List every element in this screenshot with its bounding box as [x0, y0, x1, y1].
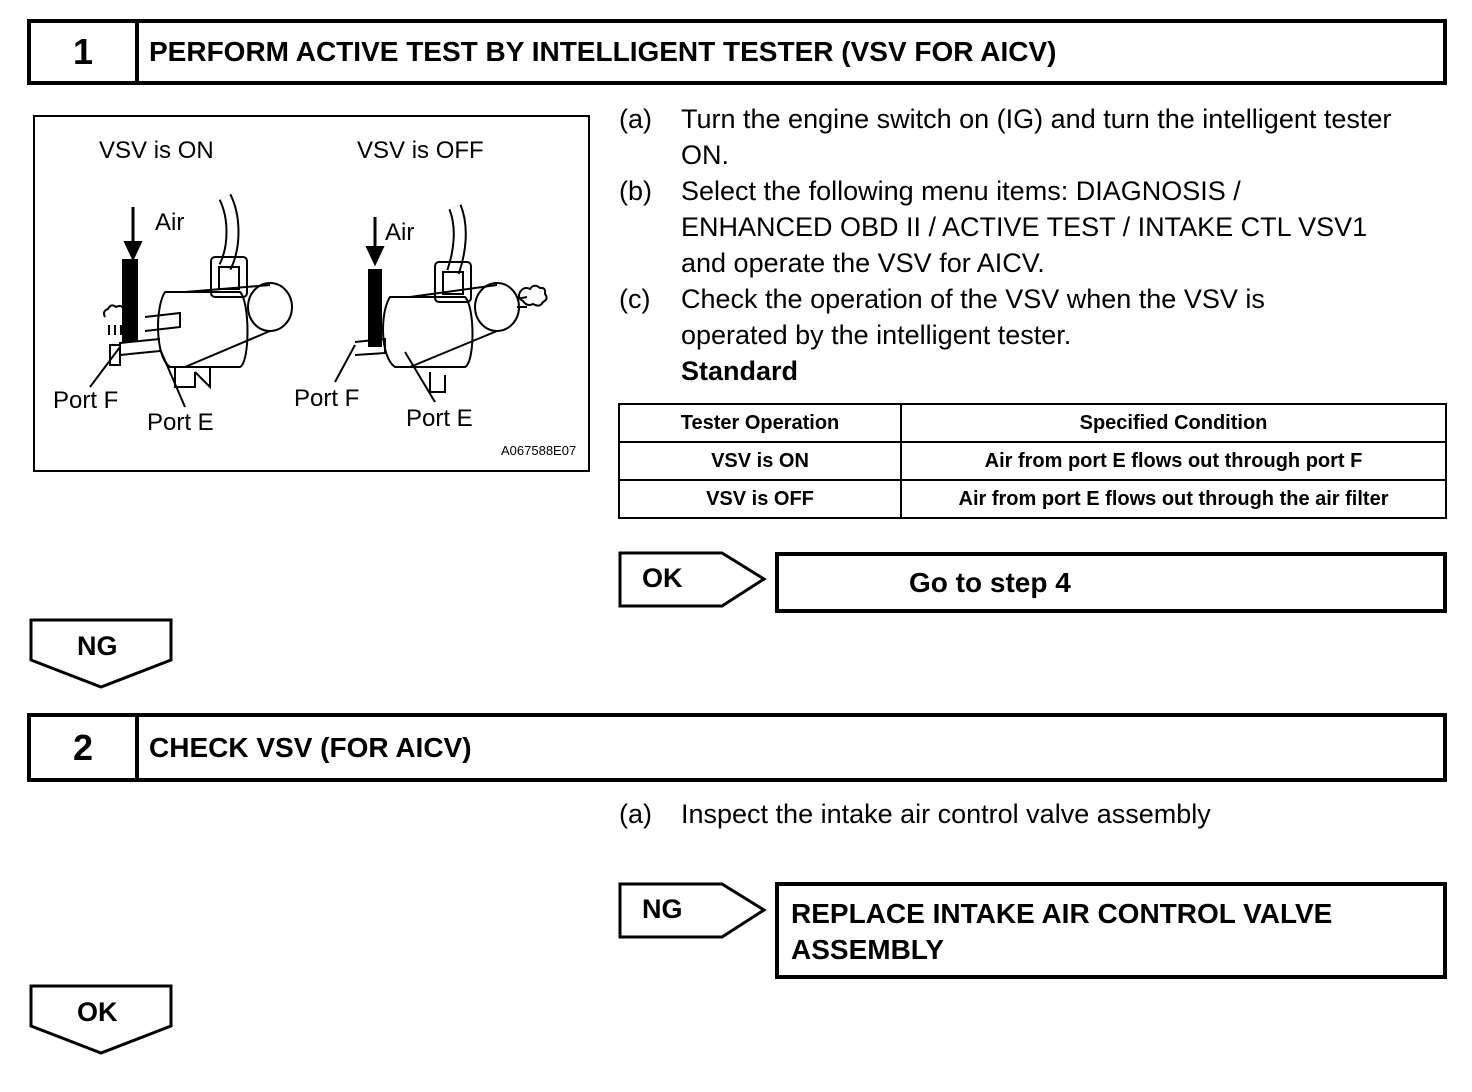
instruction-label: (a) — [619, 799, 652, 829]
ng-tag-arrow: NG — [618, 882, 768, 940]
instruction-b: (b) Select the following menu items: DIA… — [619, 173, 1421, 281]
step-1-title: PERFORM ACTIVE TEST BY INTELLIGENT TESTE… — [149, 36, 1057, 67]
port-f-label-left: Port F — [53, 387, 119, 414]
table-cell: VSV is ON — [618, 441, 902, 481]
down-arrow-tag-icon — [29, 984, 173, 1055]
right-arrow-tag-icon — [618, 551, 767, 608]
instruction-text: Inspect the intake air control valve ass… — [681, 799, 1211, 829]
down-arrow-tag-icon — [29, 618, 173, 689]
table-header: Tester Operation — [618, 403, 902, 443]
vsv-off-label: VSV is OFF — [357, 137, 484, 164]
right-arrow-tag-icon — [618, 882, 767, 939]
replace-valve-box: REPLACE INTAKE AIR CONTROL VALVE ASSEMBL… — [775, 882, 1447, 979]
port-e-label-left: Port E — [147, 409, 214, 436]
port-e-label-right: Port E — [406, 405, 473, 432]
step-2-header: 2 CHECK VSV (FOR AICV) — [27, 713, 1447, 782]
step-1-number: 1 — [31, 23, 139, 81]
step-1-instructions: (a) Turn the engine switch on (IG) and t… — [619, 101, 1421, 389]
step-2-title: CHECK VSV (FOR AICV) — [149, 731, 472, 763]
ok-tag-label: OK — [642, 563, 683, 593]
vsv-on-label: VSV is ON — [99, 137, 214, 164]
figure-code: A067588E07 — [501, 443, 577, 458]
instruction-a: (a) Inspect the intake air control valve… — [619, 796, 1421, 832]
instruction-c: (c) Check the operation of the VSV when … — [619, 281, 1421, 353]
instruction-label: (c) — [619, 284, 651, 314]
table-cell: VSV is OFF — [618, 479, 902, 519]
go-to-step-4-text: Go to step 4 — [909, 566, 1071, 598]
air-label-left: Air — [155, 209, 185, 236]
instruction-label: (b) — [619, 176, 652, 206]
instruction-text: Turn the engine switch on (IG) and turn … — [681, 104, 1392, 170]
table-header-row: Tester Operation Specified Condition — [618, 403, 1447, 443]
step-2-number: 2 — [31, 717, 139, 778]
ok-down-arrow: OK — [29, 984, 174, 1056]
ng-down-label: NG — [77, 631, 118, 661]
replace-valve-line-2: ASSEMBLY — [791, 934, 945, 965]
table-row: VSV is OFF Air from port E flows out thr… — [618, 479, 1447, 519]
table-row: VSV is ON Air from port E flows out thro… — [618, 441, 1447, 481]
instruction-label: (a) — [619, 104, 652, 134]
step-1-header: 1 PERFORM ACTIVE TEST BY INTELLIGENT TES… — [27, 19, 1447, 85]
step-2-instructions: (a) Inspect the intake air control valve… — [619, 796, 1421, 832]
instruction-text: Select the following menu items: DIAGNOS… — [681, 176, 1368, 278]
ok-down-label: OK — [77, 997, 118, 1027]
table-header: Specified Condition — [900, 403, 1447, 443]
table-cell: Air from port E flows out through the ai… — [900, 479, 1447, 519]
ok-tag-arrow: OK — [618, 551, 768, 609]
spec-table: Tester Operation Specified Condition VSV… — [618, 403, 1447, 519]
ng-tag-label: NG — [642, 894, 683, 924]
port-f-label-right: Port F — [294, 385, 360, 412]
instruction-text: Check the operation of the VSV when the … — [681, 284, 1265, 350]
air-label-right: Air — [385, 219, 415, 246]
standard-label: Standard — [681, 356, 799, 386]
vsv-drawing — [89, 193, 548, 408]
vsv-illustration: VSV is ON VSV is OFF Air Air Port F Port… — [33, 115, 590, 472]
instruction-a: (a) Turn the engine switch on (IG) and t… — [619, 101, 1421, 173]
go-to-step-4-box: Go to step 4 — [775, 552, 1447, 613]
replace-valve-line-1: REPLACE INTAKE AIR CONTROL VALVE — [791, 898, 1333, 929]
table-cell: Air from port E flows out through port F — [900, 441, 1447, 481]
ng-down-arrow: NG — [29, 618, 174, 690]
